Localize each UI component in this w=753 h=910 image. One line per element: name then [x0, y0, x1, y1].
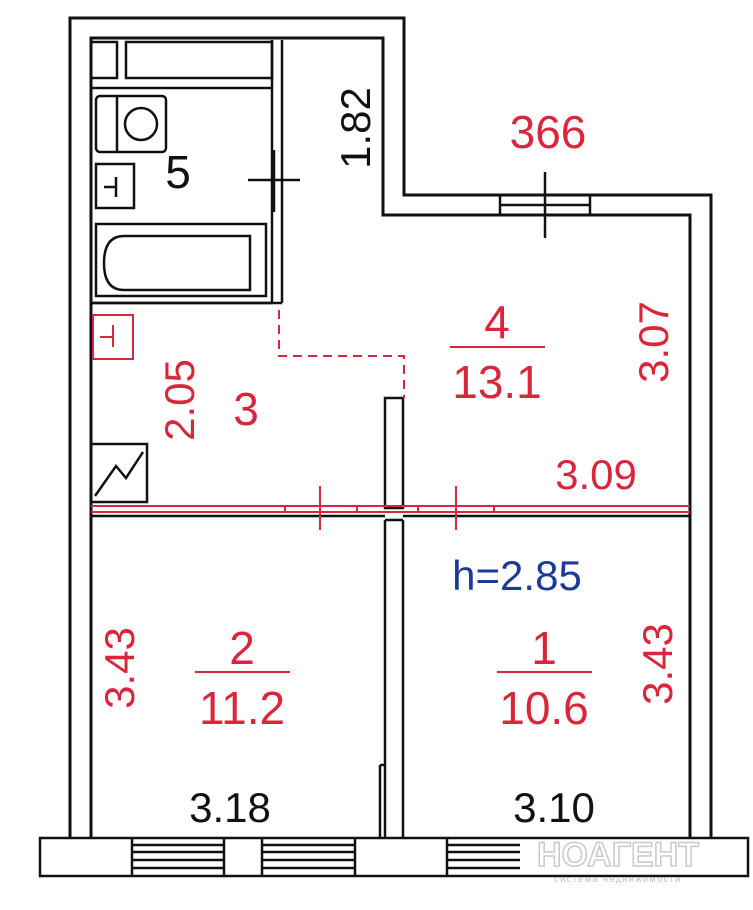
- dimension-room3-left: 2.05: [156, 359, 203, 441]
- dimension-room4-top: 366: [510, 106, 587, 158]
- interior-walls: [89, 396, 690, 838]
- dimension-room1-right: 3.43: [634, 623, 681, 705]
- outer-walls: [68, 16, 713, 838]
- ceiling-height: h=2.85: [452, 552, 582, 599]
- watermark-brand: НОАГЕНТ: [537, 836, 699, 874]
- bottom-window-strip: [38, 836, 750, 878]
- dimension-corridor-length: 1.82: [332, 87, 379, 169]
- dimension-room2-left: 3.43: [96, 627, 143, 709]
- dimension-room4-right: 3.07: [630, 301, 677, 383]
- room-4-area: 13.1: [452, 356, 542, 408]
- red-lines: [91, 310, 690, 673]
- bathroom-fixtures: [89, 40, 300, 305]
- room-2-number: 2: [229, 622, 255, 674]
- dimension-room4-bottom: 3.09: [555, 451, 637, 498]
- room-1-number: 1: [531, 622, 557, 674]
- dimension-room1-bottom: 3.10: [513, 784, 595, 831]
- top-window: [498, 172, 592, 238]
- room-2-area: 11.2: [199, 682, 285, 734]
- room-4-number: 4: [484, 296, 510, 348]
- room-1-area: 10.6: [499, 682, 589, 734]
- watermark-tagline: система недвижимости: [554, 874, 681, 884]
- room-3-number: 3: [233, 383, 259, 435]
- dimension-room2-bottom: 3.18: [189, 784, 271, 831]
- room-5-number: 5: [165, 146, 191, 198]
